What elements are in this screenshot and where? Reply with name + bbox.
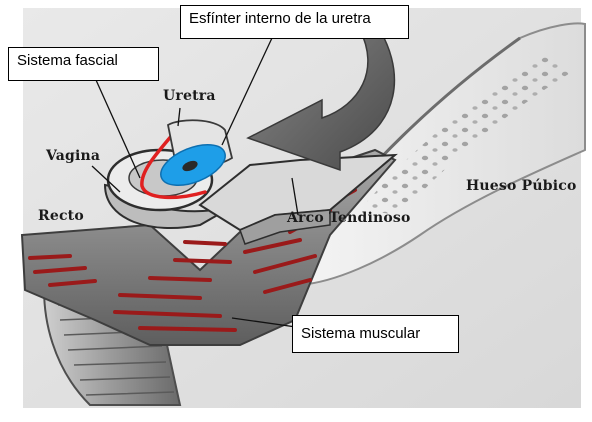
fascial-line [140, 126, 207, 200]
leader-lines [91, 37, 299, 328]
callout-fascial: Sistema fascial [8, 47, 159, 81]
label-recto: Recto [38, 208, 84, 224]
urethra [160, 119, 234, 187]
callout-muscular: Sistema muscular [292, 315, 459, 353]
label-vagina: Vagina [46, 148, 101, 164]
tendinous-arch [198, 153, 398, 245]
label-uretra: Uretra [163, 88, 216, 104]
pressure-arrow [246, 16, 396, 172]
callout-esfinter: Esfínter interno de la uretra [180, 5, 409, 39]
label-hueso-pubico: Hueso Púbico [466, 178, 577, 194]
label-arco-tendinoso: Arco Tendinoso [287, 210, 411, 226]
